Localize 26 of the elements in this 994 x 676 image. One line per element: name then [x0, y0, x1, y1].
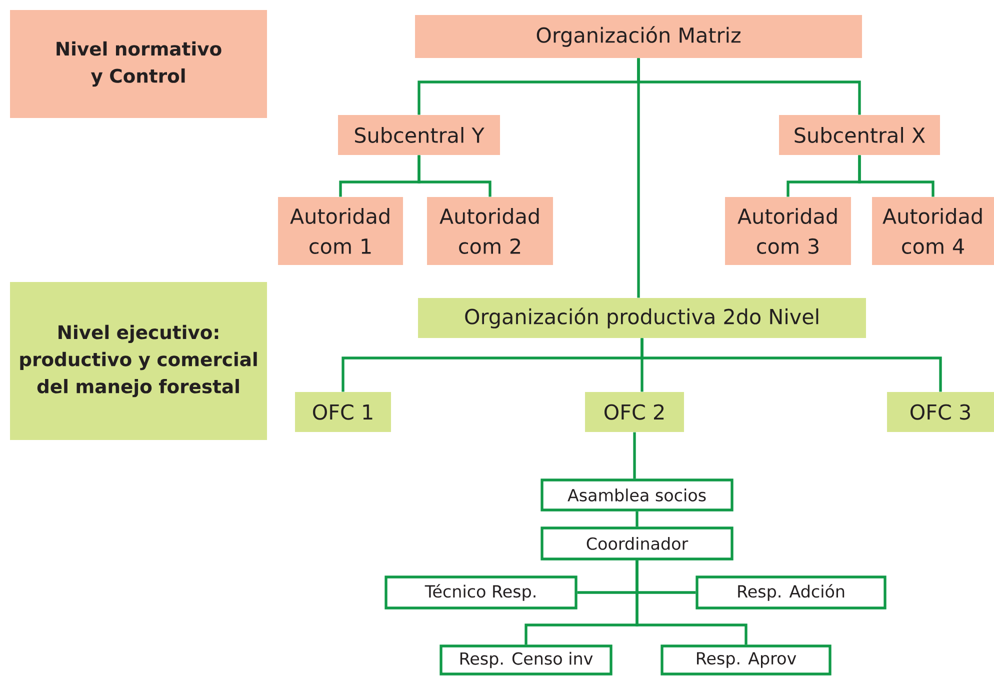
org-box: Subcentral Y — [338, 115, 500, 155]
org-box: Resp. Aprov — [660, 644, 832, 676]
org-box: Resp. Adción — [696, 576, 886, 610]
org-box: Subcentral X — [779, 115, 940, 155]
connector-line — [633, 432, 636, 479]
connector-line — [637, 58, 640, 298]
org-box: Asamblea socios — [540, 478, 734, 512]
org-box: Organización Matriz — [415, 15, 862, 58]
org-box: Organización productiva 2do Nivel — [418, 298, 866, 338]
level-label-box: Nivel normativo y Control — [10, 10, 268, 118]
org-box: Resp. Censo inv — [440, 644, 612, 676]
org-box: OFC 2 — [585, 392, 684, 432]
connector-line — [418, 155, 492, 197]
org-box: Autoridad com 4 — [872, 197, 994, 265]
org-box: OFC 3 — [887, 392, 994, 432]
level-label-box: Nivel ejecutivo: productivo y comercial del manejo forestal — [10, 282, 268, 440]
connector-line — [858, 155, 934, 197]
org-box: Autoridad com 1 — [278, 197, 404, 265]
connector-line — [640, 338, 942, 392]
org-box: OFC 1 — [295, 392, 391, 432]
org-box: Autoridad com 3 — [725, 197, 852, 265]
org-box: Técnico Resp. — [384, 576, 578, 610]
connector-line — [636, 511, 638, 527]
org-box: Coordinador — [540, 526, 734, 560]
org-box: Autoridad com 2 — [427, 197, 553, 265]
connector-line — [636, 560, 748, 645]
